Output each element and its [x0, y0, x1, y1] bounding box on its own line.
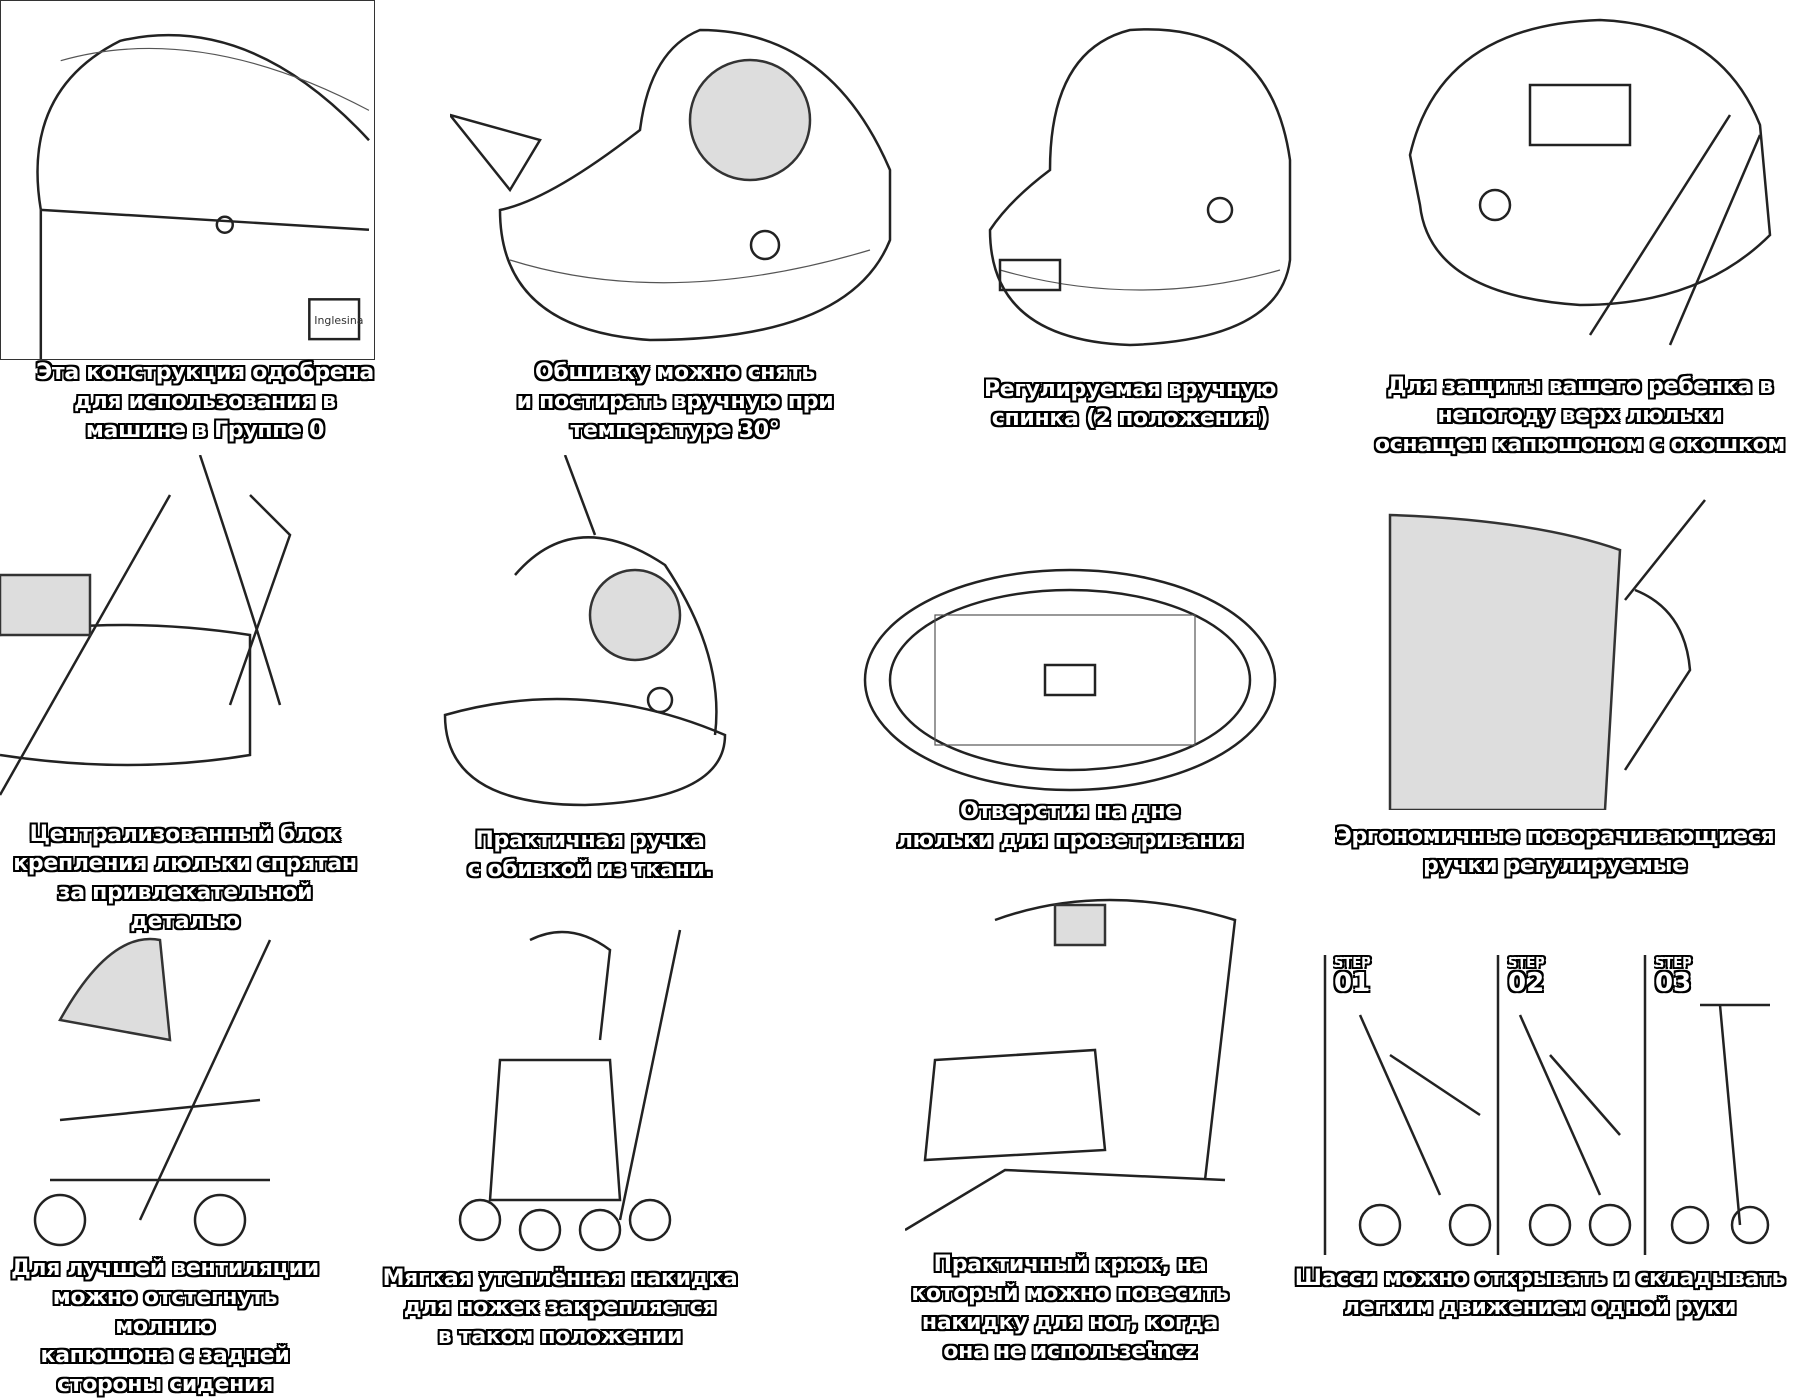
bassinet-closeup-sketch: Inglesina — [0, 0, 375, 360]
stroller-hood-zip-sketch — [20, 920, 290, 1260]
bassinet-bottom-vents-sketch — [855, 555, 1285, 805]
bassinet-cover-sketch — [446, 10, 910, 360]
ergonomic-handle-sketch — [1385, 490, 1715, 812]
stroller-hook-sketch — [904, 880, 1255, 1235]
svg-text:Inglesina: Inglesina — [314, 314, 363, 327]
bassinet-hood-window-sketch — [1400, 5, 1780, 355]
stroller-footmuff-sketch — [450, 920, 690, 1260]
bassinet-backrest-sketch — [980, 10, 1310, 355]
chassis-fold-steps-sketch — [1320, 955, 1790, 1255]
bassinet-attach-block-sketch — [0, 454, 330, 810]
bassinet-handle-sketch — [435, 454, 785, 810]
